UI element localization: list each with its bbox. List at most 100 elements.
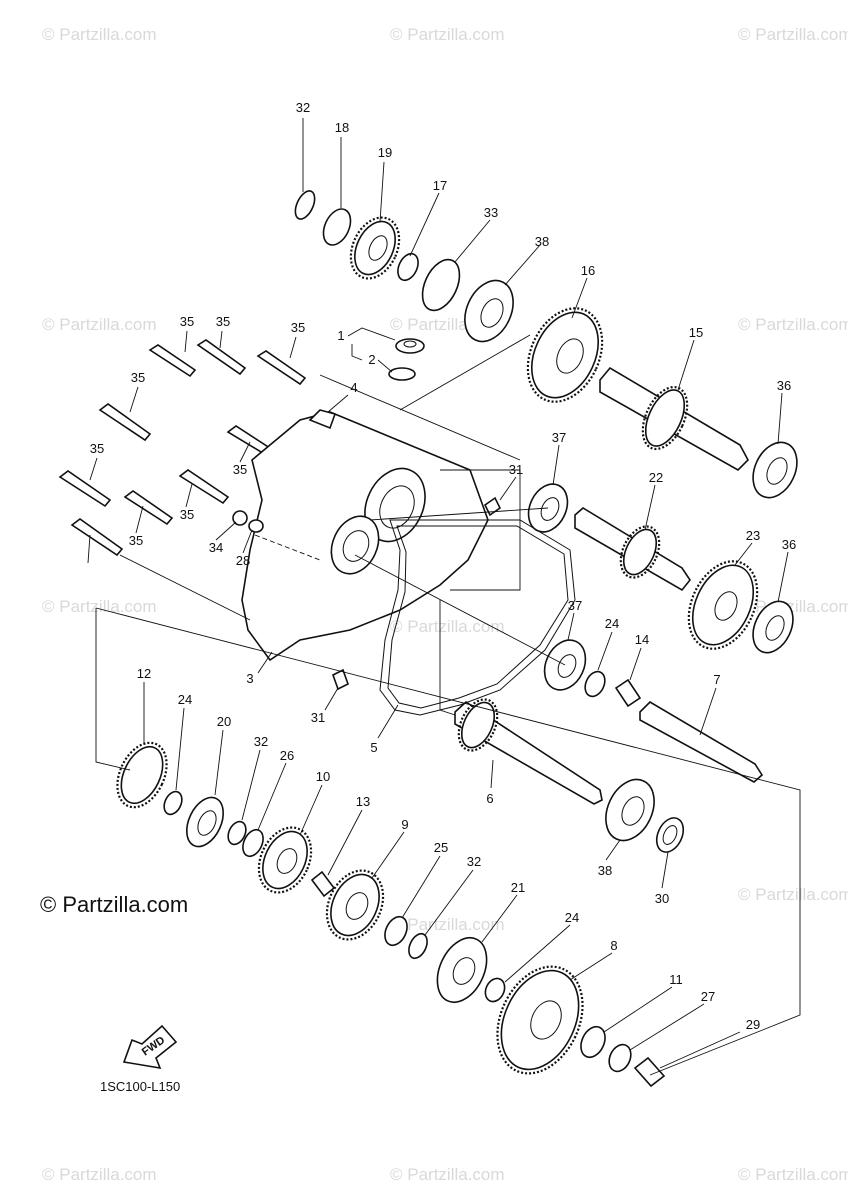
leader-line: [184, 330, 188, 353]
leader-line: [504, 244, 541, 286]
callout-label: 12: [137, 666, 151, 681]
leader-line: [409, 192, 440, 257]
seal-30-shape: [655, 817, 685, 853]
watermark: © Partzilla.com: [738, 315, 848, 334]
ring-17-shape: [397, 252, 419, 282]
nut-34-shape: [232, 510, 248, 526]
shaft-7-shape: [639, 700, 764, 783]
shaft-22-gear: [622, 528, 658, 576]
leader-line: [241, 749, 261, 821]
washer-18-shape: [322, 208, 352, 246]
washer-27-shape: [608, 1043, 632, 1073]
dowel-31-lower: [332, 668, 349, 691]
leader-line: [351, 344, 363, 361]
seal-30-inner: [662, 825, 678, 845]
washer-24-bottom-shape: [484, 977, 506, 1003]
leader-line: [490, 759, 494, 789]
bushing-13-shape: [310, 870, 336, 898]
gear-23-teeth: [687, 560, 759, 650]
bearing-36-mid-shape: [752, 600, 794, 654]
shaft-6-teeth: [457, 698, 499, 752]
leader-line: [239, 441, 251, 463]
leader-line: [87, 534, 91, 564]
callout-label: 35: [216, 314, 230, 329]
leader-line: [629, 647, 642, 681]
leader-line: [567, 612, 575, 641]
leader-line: [214, 729, 224, 796]
guide-line: [119, 554, 251, 621]
watermark: © Partzilla.com: [42, 597, 157, 616]
dog-plate-21-shape: [436, 937, 488, 1003]
hub-20-inner: [197, 810, 217, 836]
callout-label: 32: [254, 734, 268, 749]
leader-line: [379, 161, 385, 223]
leader-line: [324, 687, 339, 711]
gear-10-shape: [262, 830, 308, 890]
leader-line: [499, 476, 517, 501]
callout-label: 23: [746, 528, 760, 543]
bolt-35-shape: [58, 470, 112, 508]
callout-label: 24: [605, 616, 619, 631]
hub-20-shape: [186, 796, 224, 848]
leader-line: [454, 219, 491, 263]
callout-label: 14: [635, 632, 649, 647]
leader-line: [257, 651, 273, 674]
callout-label: 2: [368, 352, 375, 367]
gear-19-shape: [354, 220, 396, 276]
fwd-arrow-shape: [122, 1024, 178, 1070]
callout-labels: 32 18 19 17 33 38 16 15 36 1 2 4 35 35 3…: [90, 100, 796, 1032]
circlip-32-right-shape: [408, 932, 428, 960]
bolt-35-shape: [98, 403, 152, 442]
leader-line: [659, 1031, 741, 1069]
leader-line: [89, 457, 98, 481]
cover-bore-upper-inner: [379, 485, 415, 529]
watermark: © Partzilla.com: [390, 25, 505, 44]
bearing-38-bottom-shape: [605, 778, 655, 842]
guide-line-left: [95, 608, 131, 771]
dog-plate-21-inner: [452, 957, 476, 985]
callout-label: 6: [486, 791, 493, 806]
upper-gear-group: [294, 190, 514, 343]
leader-line: [734, 542, 753, 566]
shaft-15-gear: [644, 389, 686, 447]
guide-line: [399, 334, 531, 411]
guide-line: [369, 507, 549, 521]
callout-label: 36: [782, 537, 796, 552]
callout-label: 3: [246, 671, 253, 686]
callout-label: 26: [280, 748, 294, 763]
bolt-35-shape: [178, 469, 230, 505]
guide-line: [439, 600, 456, 716]
watermark-layer: © Partzilla.com © Partzilla.com © Partzi…: [42, 25, 848, 1184]
watermark: © Partzilla.com: [390, 915, 505, 934]
leader-line: [135, 505, 144, 534]
leader-line: [597, 631, 613, 671]
callout-label: 11: [669, 972, 683, 987]
callout-label: 22: [649, 470, 663, 485]
callout-label: 35: [180, 507, 194, 522]
bearing-36-mid-inner: [765, 615, 785, 641]
callout-label: 35: [291, 320, 305, 335]
leader-line: [242, 529, 253, 554]
bolt-35-shape: [70, 518, 124, 557]
shaft-6-gear: [460, 701, 496, 749]
leader-line: [185, 483, 193, 508]
gear-10-teeth: [257, 826, 313, 894]
watermark: © Partzilla.com: [42, 25, 157, 44]
bearing-36-top-shape: [752, 441, 798, 499]
guide-line: [319, 374, 521, 461]
bearing-29-shape: [633, 1056, 666, 1088]
leader-line: [377, 704, 399, 739]
leader-line: [777, 392, 783, 445]
guide-line-dashed: [254, 534, 321, 561]
leader-line: [371, 831, 405, 879]
leader-line: [603, 986, 673, 1033]
gear-12-shape: [120, 745, 164, 805]
callout-label: 35: [233, 462, 247, 477]
guide-line: [354, 554, 566, 666]
leader-line: [289, 336, 297, 359]
leader-line: [571, 277, 588, 319]
watermark: © Partzilla.com: [390, 617, 505, 636]
leader-line: [699, 687, 717, 736]
watermark: © Partzilla.com: [738, 25, 848, 44]
